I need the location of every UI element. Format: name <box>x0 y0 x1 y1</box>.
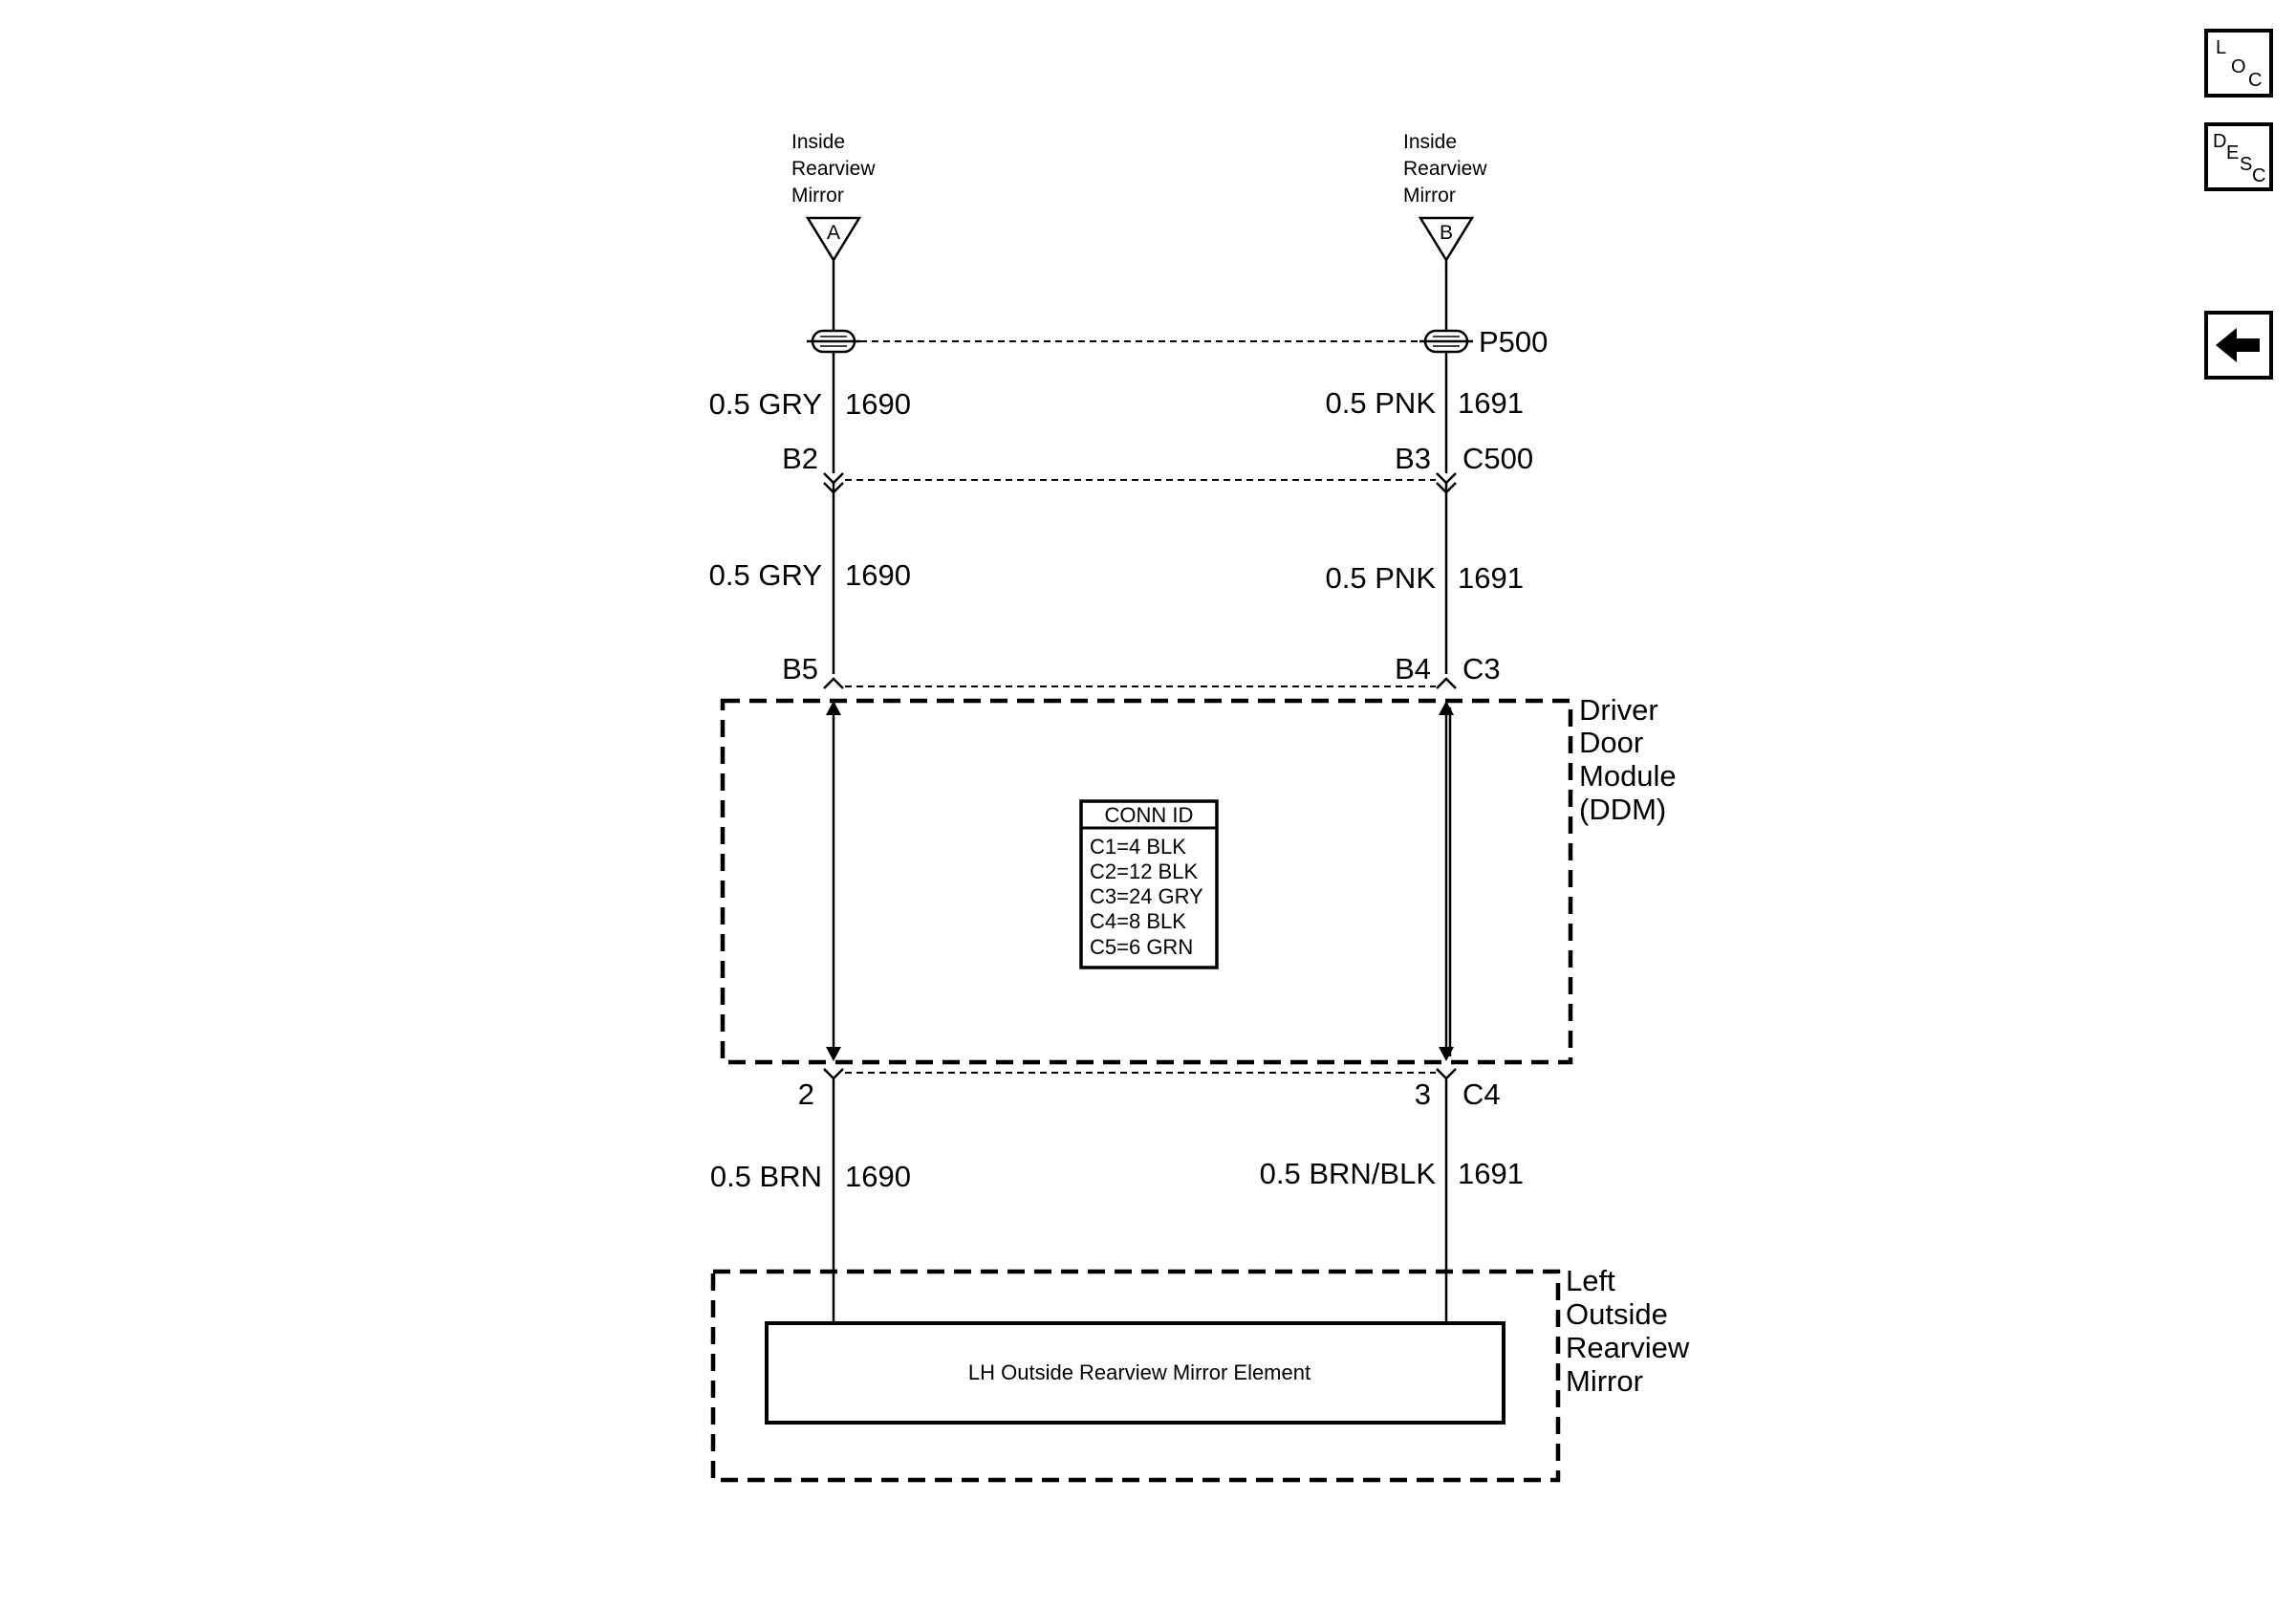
c500-pin-b3: B3 <box>1395 442 1431 475</box>
conn-id-table: CONN ID C1=4 BLK C2=12 BLK C3=24 GRY C4=… <box>1079 799 1219 969</box>
wire-l1-circuit: 1690 <box>845 387 911 421</box>
conn-id-row: C2=12 BLK <box>1090 859 1198 883</box>
ddm-internal-arrows <box>826 701 1454 1061</box>
mirror-b-line3: Mirror <box>1403 185 1456 207</box>
desc-letter-d: D <box>2213 131 2227 152</box>
left-mirror-line1: Left <box>1566 1264 1615 1297</box>
c500-pin-b2: B2 <box>782 442 818 475</box>
mirror-a-line1: Inside <box>791 131 845 153</box>
left-outside-mirror-label: Left Outside Rearview Mirror <box>1566 1264 1690 1398</box>
loc-letter-o: O <box>2231 56 2246 77</box>
left-mirror-line2: Outside <box>1566 1297 1668 1331</box>
wire-r1-circuit: 1691 <box>1458 386 1524 420</box>
location-button[interactable]: L O C <box>2204 29 2273 98</box>
mirror-b-line1: Inside <box>1403 131 1457 153</box>
wire-r2-label: 0.5 PNK <box>1326 561 1437 595</box>
inside-rearview-mirror-a-label: Inside Rearview Mirror <box>791 131 876 207</box>
wire-r2-circuit: 1691 <box>1458 561 1524 595</box>
c4-label: C4 <box>1462 1077 1501 1111</box>
mirror-a-line2: Rearview <box>791 158 876 180</box>
c3-pin-b4: B4 <box>1395 652 1431 685</box>
inside-rearview-mirror-b-label: Inside Rearview Mirror <box>1403 131 1487 207</box>
reference-triangle-b: B <box>1418 216 1475 263</box>
conn-id-row: C5=6 GRN <box>1090 935 1193 959</box>
desc-letter-e: E <box>2226 142 2240 163</box>
wire-r3-circuit: 1691 <box>1458 1157 1524 1190</box>
wire-r3-label: 0.5 BRN/BLK <box>1260 1157 1437 1190</box>
ddm-module-box <box>720 698 1573 1065</box>
back-button[interactable] <box>2204 311 2273 380</box>
mirror-a-line3: Mirror <box>791 185 844 207</box>
reference-triangle-a: A <box>805 216 862 263</box>
desc-letter-c: C <box>2252 165 2266 186</box>
description-button[interactable]: D E S C <box>2204 122 2273 191</box>
left-mirror-line4: Mirror <box>1566 1364 1643 1398</box>
wire-l2-label: 0.5 GRY <box>709 558 822 592</box>
mirror-b-line2: Rearview <box>1403 158 1487 180</box>
ddm-line3: Module <box>1579 759 1677 793</box>
c4-pin-2: 2 <box>798 1077 814 1111</box>
c500-label: C500 <box>1462 442 1533 475</box>
mirror-element-box <box>765 1321 1505 1425</box>
c4-connector <box>823 1068 1457 1080</box>
desc-letter-s: S <box>2240 154 2253 175</box>
c3-pin-b5: B5 <box>782 652 818 685</box>
wire-l3-label: 0.5 BRN <box>710 1160 822 1193</box>
conn-id-row: C3=24 GRY <box>1090 884 1203 908</box>
loc-letter-l: L <box>2216 37 2227 58</box>
c3-connector <box>823 677 1457 689</box>
c4-pin-3: 3 <box>1415 1077 1431 1111</box>
left-mirror-line3: Rearview <box>1566 1331 1690 1364</box>
wire-l3-circuit: 1690 <box>845 1160 911 1193</box>
conn-id-row: C1=4 BLK <box>1090 835 1186 859</box>
svg-text:B: B <box>1440 222 1453 244</box>
ddm-label: Driver Door Module (DDM) <box>1579 693 1677 826</box>
wire-l2-circuit: 1690 <box>845 558 911 592</box>
back-arrow-icon <box>2216 328 2260 362</box>
conn-id-title: CONN ID <box>1105 803 1194 827</box>
mirror-element-label: LH Outside Rearview Mirror Element <box>968 1360 1310 1384</box>
wire-r1-label: 0.5 PNK <box>1326 386 1437 420</box>
ddm-line2: Door <box>1579 726 1643 759</box>
wire-l1-label: 0.5 GRY <box>709 387 822 421</box>
c500-connector <box>823 472 1457 494</box>
svg-text:A: A <box>827 222 840 244</box>
ddm-line4: (DDM) <box>1579 793 1666 826</box>
left-outside-mirror-box <box>710 1269 1561 1483</box>
p500-pass-through <box>807 329 1473 354</box>
c3-label: C3 <box>1462 652 1501 685</box>
conn-id-row: C4=8 BLK <box>1090 909 1186 933</box>
p500-label: P500 <box>1479 325 1548 359</box>
loc-letter-c: C <box>2248 70 2263 91</box>
ddm-line1: Driver <box>1579 693 1658 727</box>
